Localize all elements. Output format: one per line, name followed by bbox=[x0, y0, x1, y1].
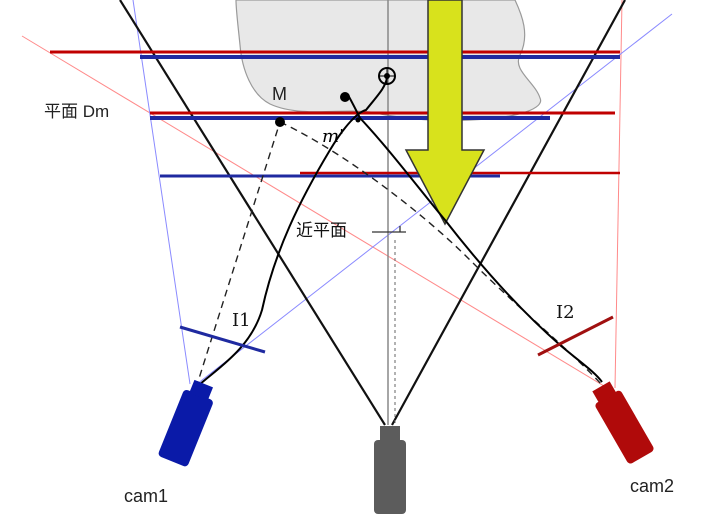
target-marker bbox=[378, 67, 396, 85]
image-plane-i1 bbox=[179, 325, 266, 354]
point-m-prime-marker bbox=[340, 92, 350, 102]
depth-planes bbox=[50, 50, 620, 178]
cam2-label: cam2 bbox=[630, 476, 674, 496]
down-arrow-icon bbox=[404, 0, 486, 226]
point-m-label: M bbox=[272, 84, 287, 104]
image-plane-i2 bbox=[537, 315, 614, 357]
center-frustum bbox=[119, 0, 626, 426]
near-plane-label: 近平面 bbox=[296, 221, 347, 241]
camera-icon bbox=[158, 379, 214, 467]
red-ray-left bbox=[21, 35, 605, 387]
point-m-prime-label: m' bbox=[322, 126, 344, 147]
camera-icon bbox=[592, 381, 654, 464]
cam1-label: cam1 bbox=[124, 486, 168, 506]
point-m-marker bbox=[275, 117, 285, 127]
intersection-marker bbox=[355, 117, 361, 123]
red-ray-right bbox=[614, 0, 623, 389]
image1-label: I1 bbox=[232, 310, 251, 331]
blue-ray-left bbox=[132, 0, 191, 385]
image2-label: I2 bbox=[556, 302, 575, 323]
hand-drawn-rays bbox=[197, 77, 603, 425]
camera-icon bbox=[374, 426, 406, 514]
near-plane-tick bbox=[372, 226, 406, 233]
plane-dm-label: 平面 Dm bbox=[44, 102, 109, 121]
